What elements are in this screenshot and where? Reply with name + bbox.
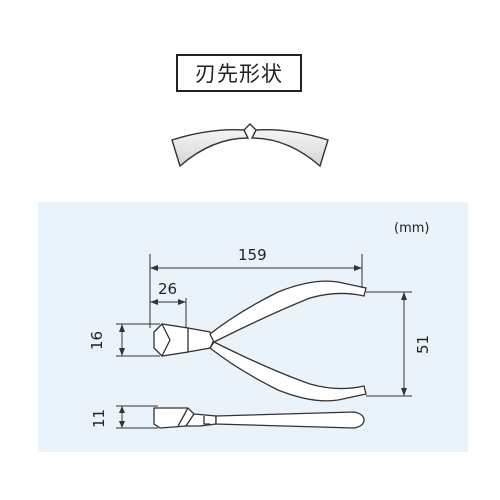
dim-head-height: 16 — [88, 331, 106, 350]
plier-upper-handle — [209, 280, 367, 343]
plier-lower-handle — [209, 341, 367, 402]
dimension-panel: (mm) 159 26 16 — [38, 202, 468, 452]
blade-edge-drawing — [171, 123, 329, 168]
dim-head-length: 26 — [158, 280, 177, 298]
dim-overall-length: 159 — [238, 246, 267, 264]
unit-label: (mm) — [394, 221, 429, 236]
dim-thickness: 11 — [90, 409, 108, 428]
plier-side-joint — [184, 413, 217, 427]
blade-edge-tip — [243, 123, 257, 131]
plier-side-view — [153, 407, 365, 429]
plier-side-handle — [215, 411, 365, 429]
blade-edge-left — [171, 129, 250, 168]
blade-shape-title: 刃先形状 — [176, 54, 302, 92]
dim-handle-span: 51 — [414, 335, 432, 354]
blade-shape-title-text: 刃先形状 — [195, 62, 283, 86]
plier-top-view — [153, 280, 367, 402]
blade-edge-right — [250, 129, 329, 168]
plier-dimension-drawing: (mm) 159 26 16 — [88, 221, 432, 429]
